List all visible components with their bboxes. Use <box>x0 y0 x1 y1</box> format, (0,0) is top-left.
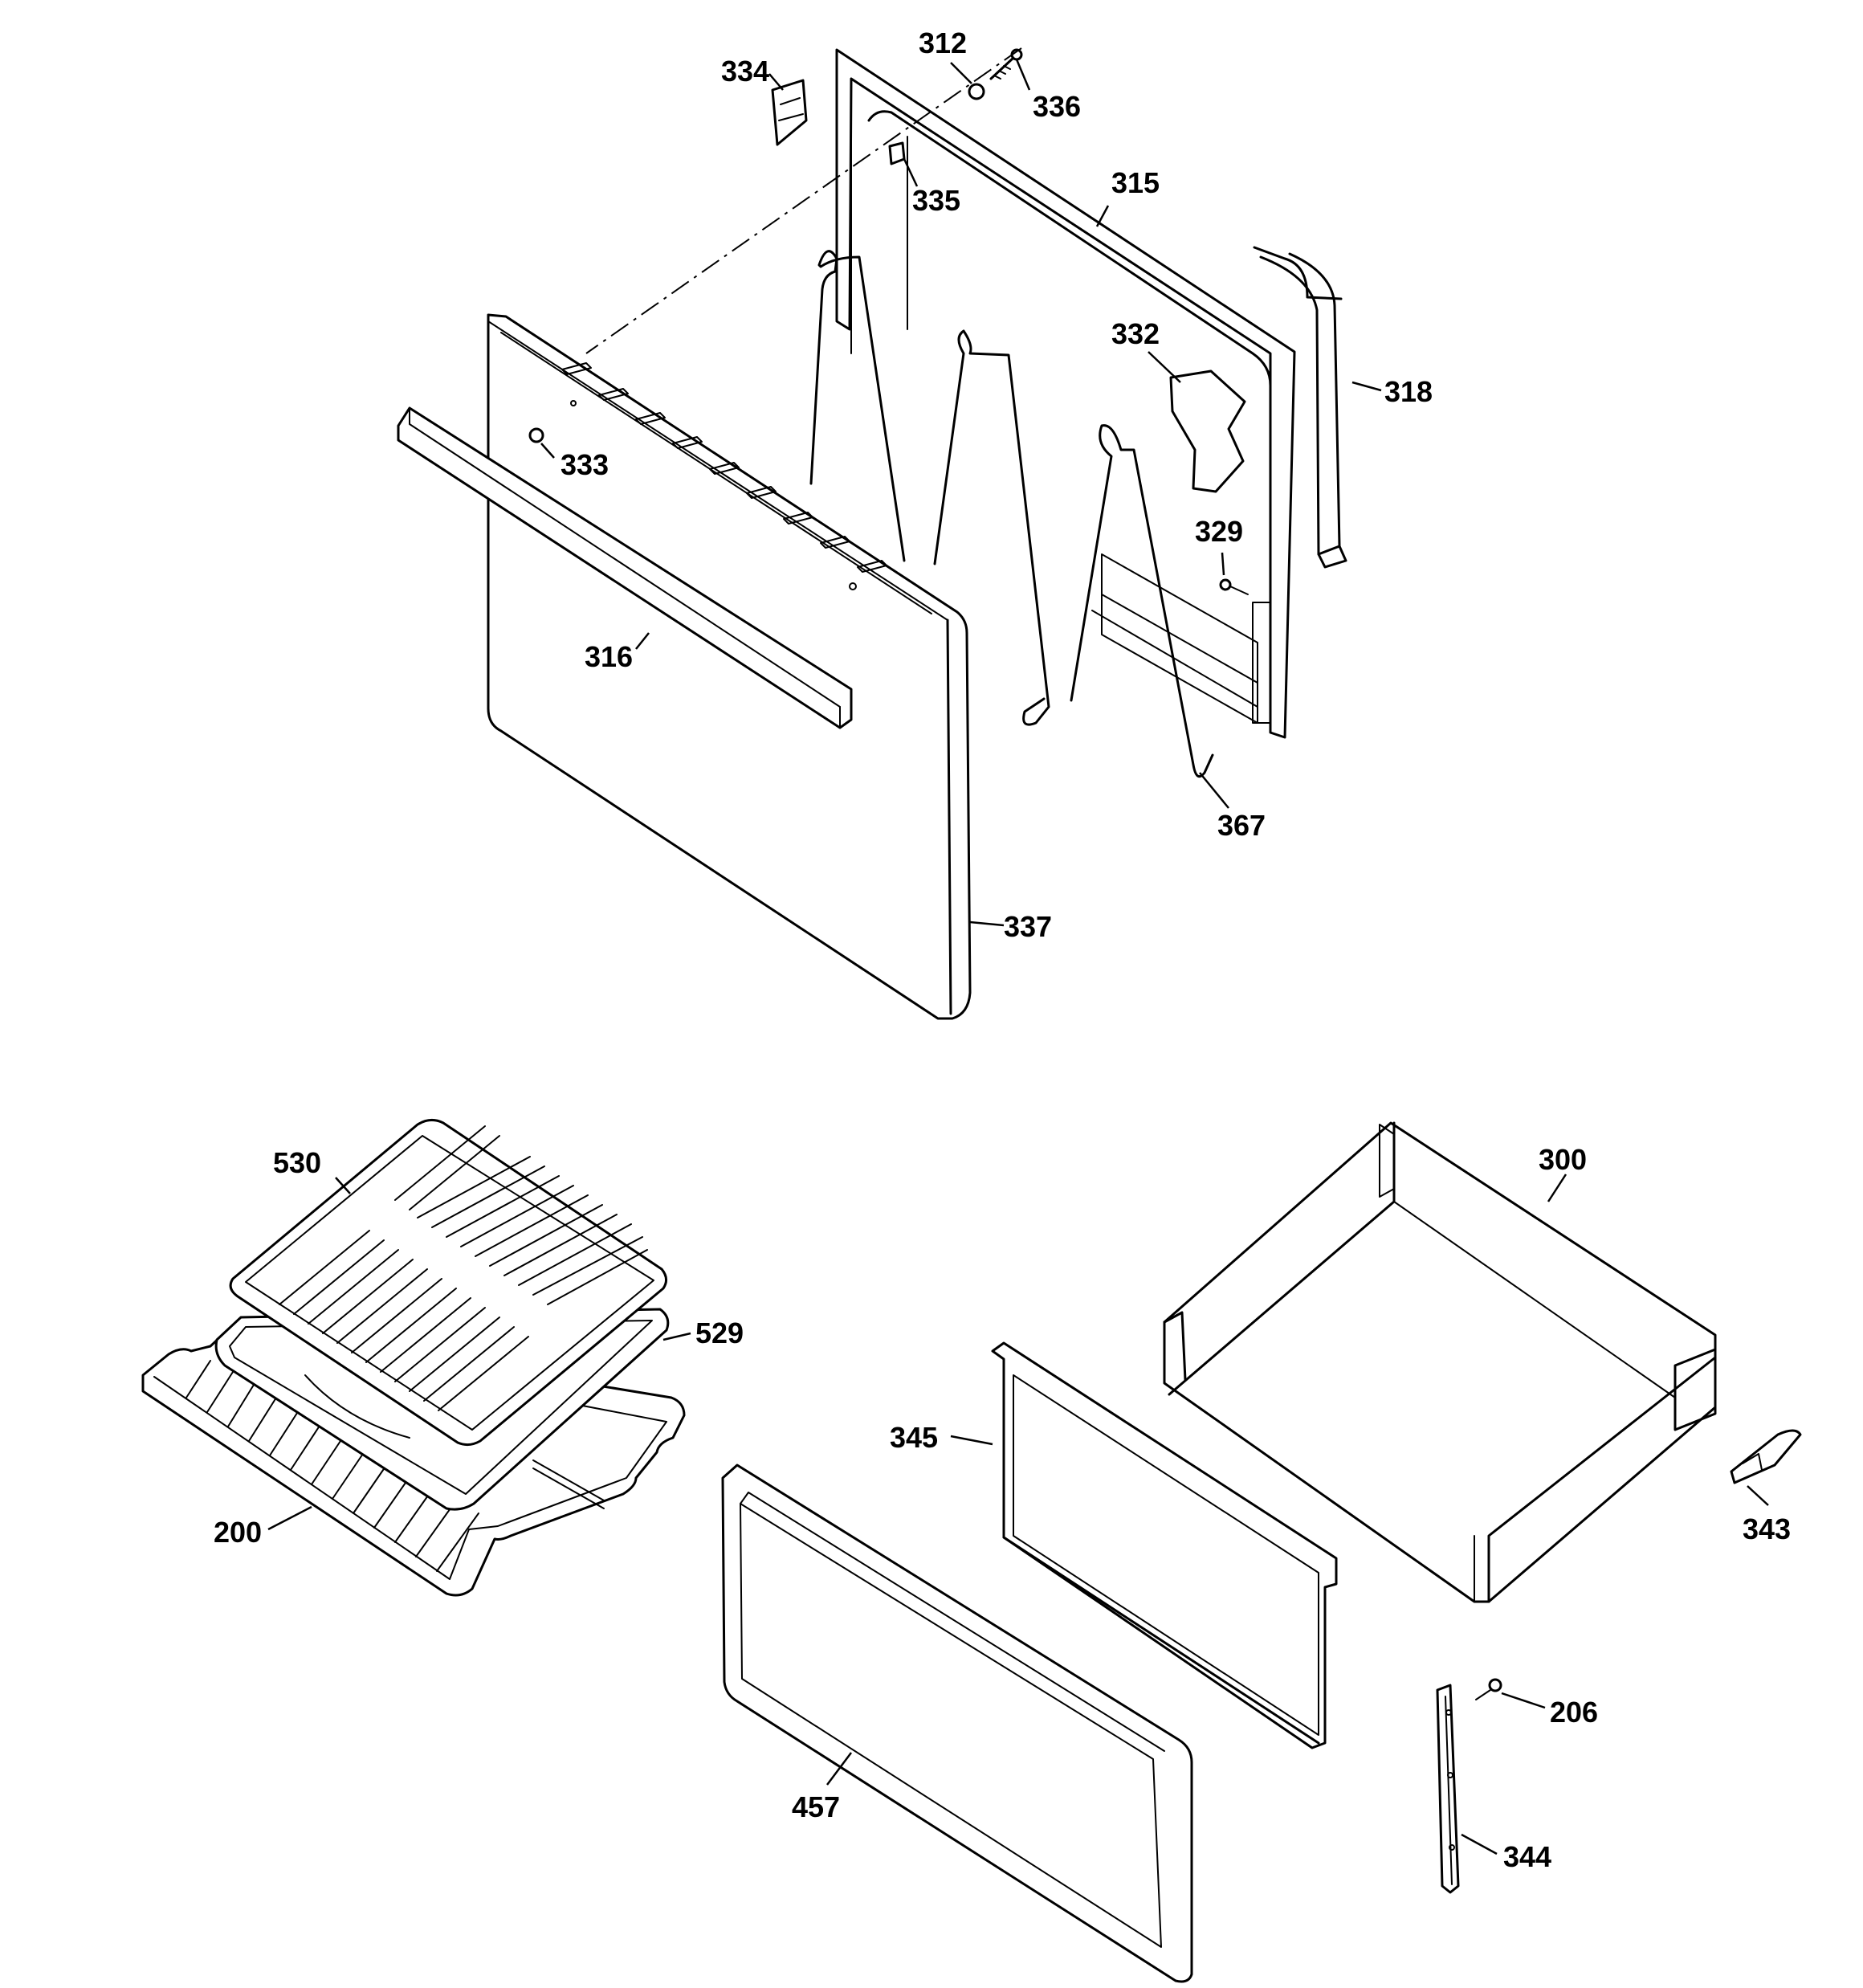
alignment-line <box>585 47 1022 354</box>
drawer-box-300 <box>1163 1121 1717 1603</box>
label-457: 457 <box>792 1790 840 1823</box>
label-312: 312 <box>919 27 967 59</box>
label-315: 315 <box>1111 166 1160 199</box>
broiler-grid-530 <box>229 1119 667 1447</box>
label-335: 335 <box>912 184 960 217</box>
drawer-slide-344 <box>1436 1684 1460 1894</box>
leader-lines <box>267 59 1769 1855</box>
drawer-front-457 <box>721 1463 1193 1983</box>
screw-206 <box>1475 1678 1502 1700</box>
screw-336 <box>989 48 1023 80</box>
nut-333 <box>528 427 544 443</box>
label-334: 334 <box>721 55 769 88</box>
label-344: 344 <box>1503 1840 1551 1873</box>
label-329: 329 <box>1195 515 1243 548</box>
label-529: 529 <box>695 1316 744 1349</box>
label-200: 200 <box>214 1516 262 1549</box>
label-336: 336 <box>1033 90 1081 123</box>
label-206: 206 <box>1550 1696 1598 1729</box>
label-337: 337 <box>1004 910 1052 943</box>
door-trim-318 <box>1253 246 1347 569</box>
screw-329 <box>1219 578 1249 595</box>
label-345: 345 <box>890 1421 938 1454</box>
drawer-panel-345 <box>991 1341 1338 1749</box>
label-343: 343 <box>1743 1512 1791 1545</box>
insulation-332 <box>1169 369 1246 493</box>
label-316: 316 <box>585 640 633 673</box>
hinge-bracket-334 <box>771 79 808 146</box>
label-333: 333 <box>561 448 609 481</box>
door-liner-315 <box>835 48 1296 739</box>
label-332: 332 <box>1111 317 1160 350</box>
label-367: 367 <box>1217 809 1266 842</box>
door-handle-316 <box>397 406 853 729</box>
drawer-glide-343 <box>1730 1429 1802 1484</box>
label-530: 530 <box>273 1146 321 1179</box>
hinge-pin-335 <box>888 141 906 165</box>
label-318: 318 <box>1384 375 1433 408</box>
outer-door-panel-337 <box>487 313 972 1020</box>
nut-312 <box>968 83 985 100</box>
oven-rack-200 <box>141 1324 686 1597</box>
label-300: 300 <box>1539 1143 1587 1176</box>
door-wire-rack-367 <box>809 250 1214 778</box>
